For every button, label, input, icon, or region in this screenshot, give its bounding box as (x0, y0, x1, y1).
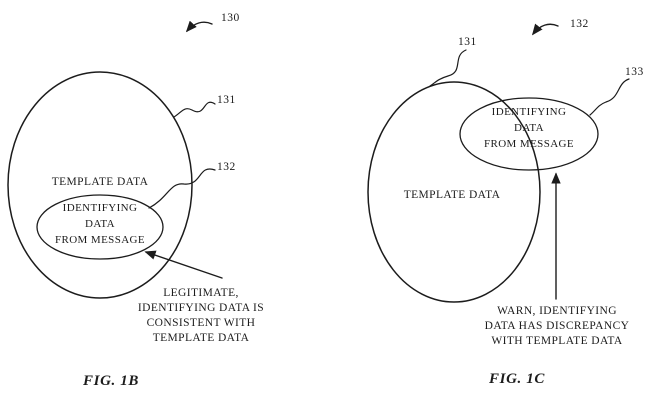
fig1c-template-data-ellipse (367, 81, 541, 303)
fig1b-template-data-ellipse (7, 71, 193, 299)
fig1b-ref-numeral-131: 131 (217, 94, 236, 106)
fig1c-top-ref-arrow-icon (531, 23, 559, 36)
label-line: FROM MESSAGE (54, 234, 146, 246)
fig1b-top-ref-arrow-icon (185, 20, 213, 33)
fig1c-leader-line-131 (429, 49, 467, 87)
fig1b-annotation-arrow (144, 250, 223, 279)
annotation-line: DATA HAS DISCREPANCY (484, 320, 630, 332)
fig1c-leader-line-133 (589, 78, 630, 116)
fig1b-leader-line-132 (148, 168, 216, 209)
annotation-line: IDENTIFYING DATA IS (137, 302, 265, 314)
label-line: FROM MESSAGE (483, 138, 575, 150)
fig1b-caption: FIG. 1B (83, 373, 139, 389)
fig1c-annotation-text: WARN, IDENTIFYING DATA HAS DISCREPANCY W… (462, 304, 652, 349)
fig1b-template-data-label: TEMPLATE DATA (51, 176, 149, 188)
fig1c-ref-numeral-133: 133 (625, 66, 644, 78)
label-line: IDENTIFYING (491, 106, 567, 118)
label-line: IDENTIFYING (62, 202, 138, 214)
fig1c-identifying-data-ellipse (459, 97, 599, 171)
fig1c-ref-numeral-131: 131 (458, 36, 477, 48)
fig1b-identifying-data-label: IDENTIFYING DATA FROM MESSAGE (36, 200, 164, 248)
annotation-line: LEGITIMATE, (163, 287, 239, 299)
fig1b-leader-line-131 (173, 101, 216, 118)
annotation-line: CONSISTENT WITH (146, 317, 256, 329)
fig1c-identifying-data-label: IDENTIFYING DATA FROM MESSAGE (465, 104, 593, 152)
annotation-line: WARN, IDENTIFYING (497, 305, 617, 317)
annotation-line: TEMPLATE DATA (152, 332, 250, 344)
label-line: DATA (84, 218, 116, 230)
fig1b-annotation-text: LEGITIMATE, IDENTIFYING DATA IS CONSISTE… (118, 286, 284, 346)
fig1c-template-data-label: TEMPLATE DATA (403, 189, 501, 201)
fig1c-caption: FIG. 1C (489, 371, 545, 387)
annotation-line: WITH TEMPLATE DATA (491, 335, 623, 347)
fig1b-ref-numeral-130: 130 (221, 12, 240, 24)
fig1b-identifying-data-ellipse (36, 194, 164, 260)
fig1c-ref-numeral-132: 132 (570, 18, 589, 30)
label-line: DATA (513, 122, 545, 134)
fig1b-ref-numeral-132: 132 (217, 161, 236, 173)
